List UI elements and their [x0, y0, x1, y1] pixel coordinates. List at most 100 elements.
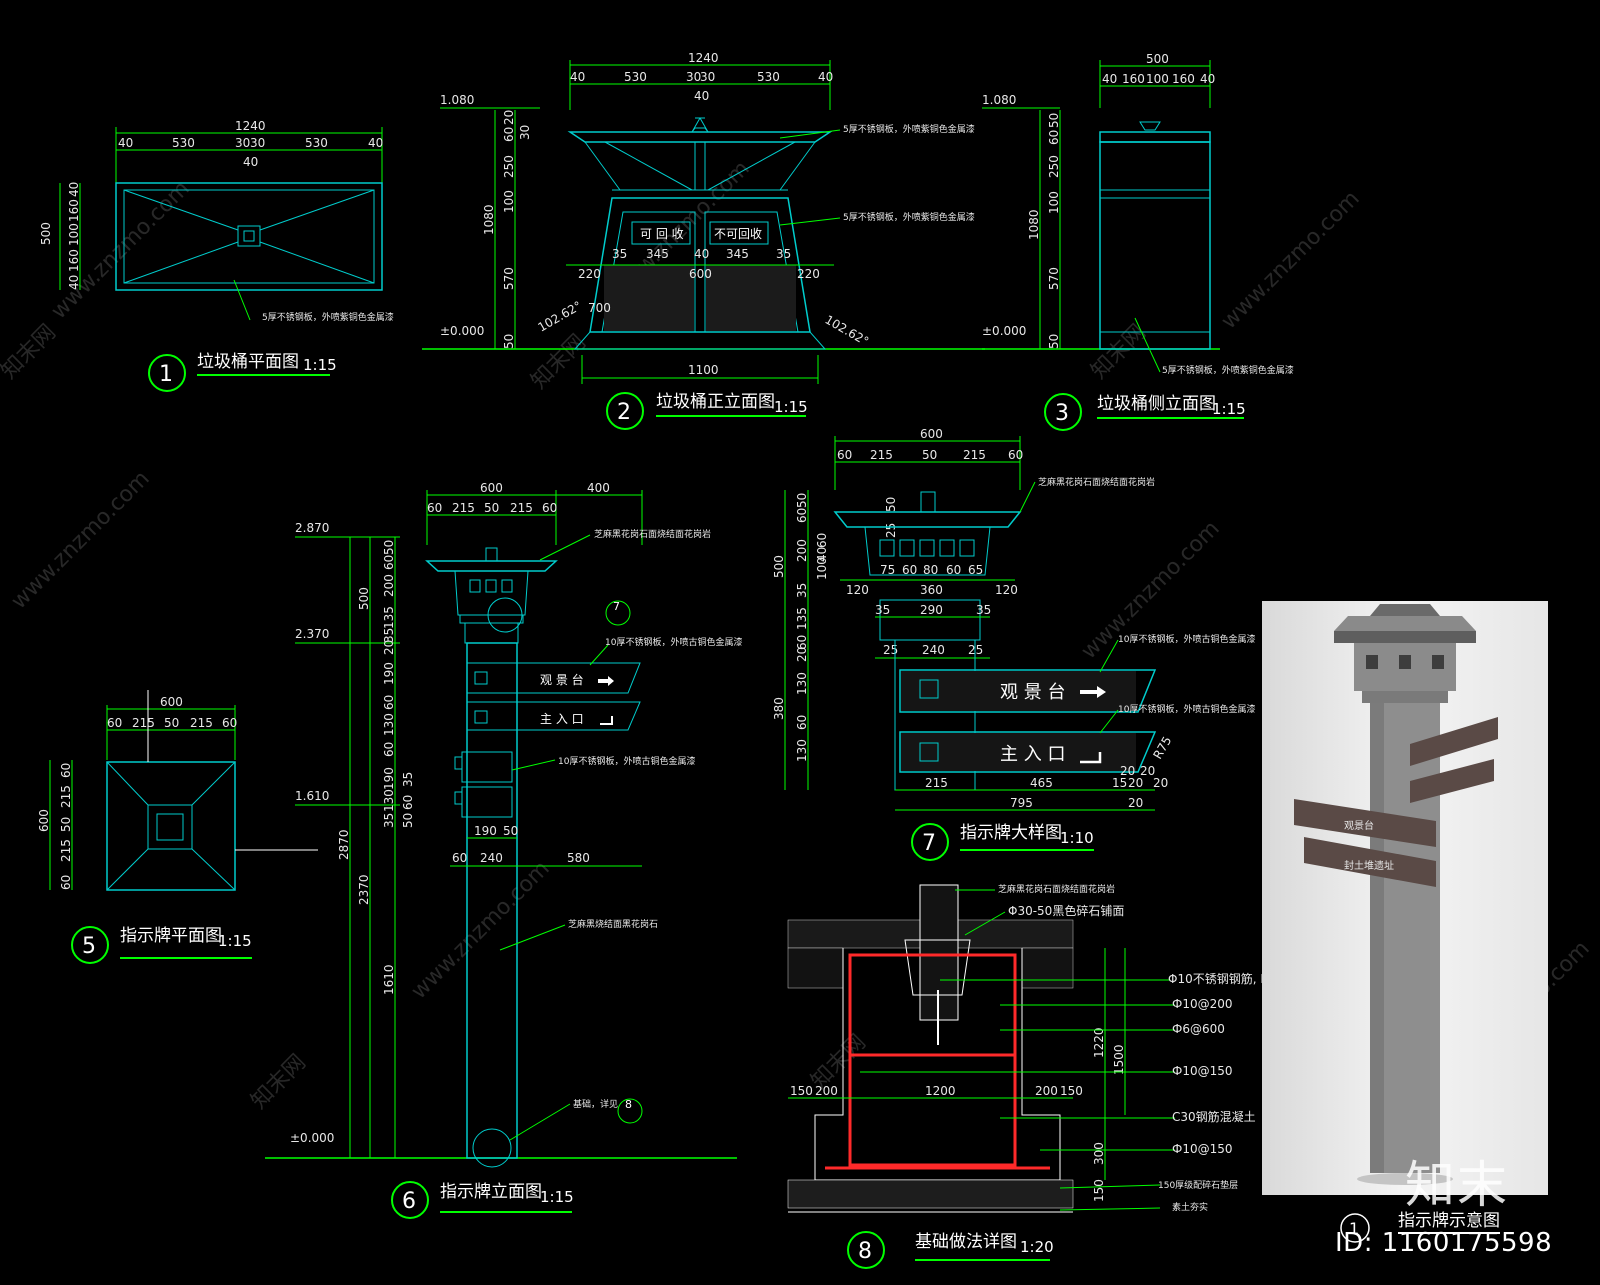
dim-label: 50 — [922, 448, 937, 462]
level-mark: 2.370 — [295, 627, 329, 641]
dim-label: 500 — [39, 222, 53, 245]
watermark-brand: 知末网 — [247, 1050, 311, 1114]
dim-label: 50 — [502, 334, 516, 349]
material-note: 芝麻黑花岗石面烧结面花岗岩 — [1038, 476, 1155, 488]
drawing-number: 7 — [922, 831, 936, 856]
drawing-scale: 1:15 — [303, 356, 337, 374]
dim-label: 50 — [401, 813, 415, 828]
dim-label: 135 — [795, 607, 809, 630]
dim-label: 400 — [587, 481, 610, 495]
watermark-brand: 知末网 — [527, 330, 591, 394]
dim-label: 60 — [427, 501, 442, 515]
dim-label: 60 — [795, 508, 809, 523]
dim-label: 60 — [542, 501, 557, 515]
material-note: 5厚不锈钢板，外喷紫铜色金属漆 — [843, 123, 975, 135]
dim-label: 250 — [1047, 155, 1061, 178]
dim-label: 60 — [1047, 130, 1061, 145]
dim-label: 60 — [59, 763, 73, 778]
dim-label: 100 — [502, 190, 516, 213]
dim-label: 190 — [382, 767, 396, 790]
dim-label: 35 — [776, 247, 791, 261]
dim-label: 102.62° — [536, 298, 585, 334]
dim-label: 120 — [846, 583, 869, 597]
dim-label: 40 — [694, 89, 709, 103]
dim-label: 50 — [795, 493, 809, 508]
level-mark: 1.080 — [440, 93, 474, 107]
dim-label: 135 — [382, 606, 396, 629]
material-note: C30钢筋混凝土 — [1172, 1109, 1256, 1124]
dim-label: 345 — [726, 247, 749, 261]
dim-label: 35 — [795, 583, 809, 598]
dim-label: 240 — [480, 851, 503, 865]
dim-label: 50 — [382, 540, 396, 555]
dim-label: 25 — [884, 523, 898, 538]
dim-label: 65 — [968, 563, 983, 577]
dim-label: 50 — [484, 501, 499, 515]
dim-label: 30 — [686, 70, 701, 84]
rebar-note: Ф10@150 — [1172, 1142, 1233, 1156]
drawing-scale: 1:15 — [540, 1188, 574, 1206]
image-id-label: ID: 1160175598 — [1335, 1228, 1553, 1258]
dim-label: 35 — [401, 772, 415, 787]
dim-label: 100 — [67, 223, 81, 246]
dim-label: 130 — [795, 739, 809, 762]
dim-label: 60 — [795, 635, 809, 650]
bin-label-nonrecyclable: 不可回收 — [714, 227, 762, 241]
dim-label: 60 — [382, 555, 396, 570]
drawing-scale: 1:10 — [1060, 829, 1094, 847]
drawing-number: 6 — [402, 1189, 416, 1214]
dim-label: 30 — [250, 136, 265, 150]
dim-label: 240 — [922, 643, 945, 657]
dim-label: 600 — [480, 481, 503, 495]
dim-label: 120 — [995, 583, 1018, 597]
dim-label: 50 — [503, 824, 518, 838]
dim-label: 290 — [920, 603, 943, 617]
sign-text-viewpoint: 观 景 台 — [1000, 682, 1065, 703]
dim-label: 20 — [382, 640, 396, 655]
dim-label: 35 — [382, 813, 396, 828]
material-note: 芝麻黑花岗石面烧结面花岗岩 — [594, 528, 711, 540]
dim-label: 215 — [925, 776, 948, 790]
render-caption: 1 指示牌示意图 — [1340, 1211, 1500, 1243]
render-sign-text: 观景台 — [1344, 819, 1374, 832]
material-note: 5厚不锈钢板，外喷紫铜色金属漆 — [843, 211, 975, 223]
dim-label: 1240 — [235, 119, 266, 133]
dim-label: 215 — [190, 716, 213, 730]
dim-label: 100 — [1047, 191, 1061, 214]
dim-label: 570 — [502, 267, 516, 290]
dim-label: 380 — [772, 697, 786, 720]
dim-label: 200 — [815, 1084, 838, 1098]
drawing-1-bin-plan: 1240 40 530 30 30 530 40 40 500 40 160 1… — [39, 119, 394, 392]
sign-text-entrance: 主 入 口 — [1000, 744, 1065, 765]
material-note: 10厚不锈钢板，外喷古铜色金属漆 — [558, 755, 695, 767]
drawing-scale: 1:15 — [1212, 400, 1246, 418]
drawing-title: 指示牌平面图 — [120, 926, 222, 946]
watermark-text: www.znzmo.com — [407, 856, 555, 1004]
dim-label: 530 — [624, 70, 647, 84]
dim-label: 2370 — [357, 874, 371, 905]
dim-label: 500 — [357, 587, 371, 610]
dim-label: 795 — [1010, 796, 1033, 810]
dim-label: 150 — [1092, 1179, 1106, 1202]
dim-label: 50 — [1047, 113, 1061, 128]
dim-label: 60 — [1008, 448, 1023, 462]
drawing-number: 3 — [1055, 401, 1069, 426]
dim-label: 60 — [382, 695, 396, 710]
dim-label: 50 — [884, 497, 898, 512]
material-note: Φ30-50黑色碎石铺面 — [1008, 903, 1124, 918]
dim-label: 250 — [502, 155, 516, 178]
dim-label: 60 — [222, 716, 237, 730]
detail-ref: 8 — [625, 1098, 632, 1111]
dim-label: 20 — [1128, 776, 1143, 790]
dim-label: 130 — [795, 672, 809, 695]
drawing-number: 5 — [82, 934, 96, 959]
dim-label: 160 — [67, 249, 81, 272]
dim-label: 215 — [59, 785, 73, 808]
dim-label: 80 — [923, 563, 938, 577]
dim-label: 1610 — [382, 964, 396, 995]
dim-label: 35 — [875, 603, 890, 617]
dim-label: 60 — [502, 127, 516, 142]
dim-label: 40 — [694, 247, 709, 261]
drawing-title: 垃圾桶平面图 — [197, 352, 299, 372]
